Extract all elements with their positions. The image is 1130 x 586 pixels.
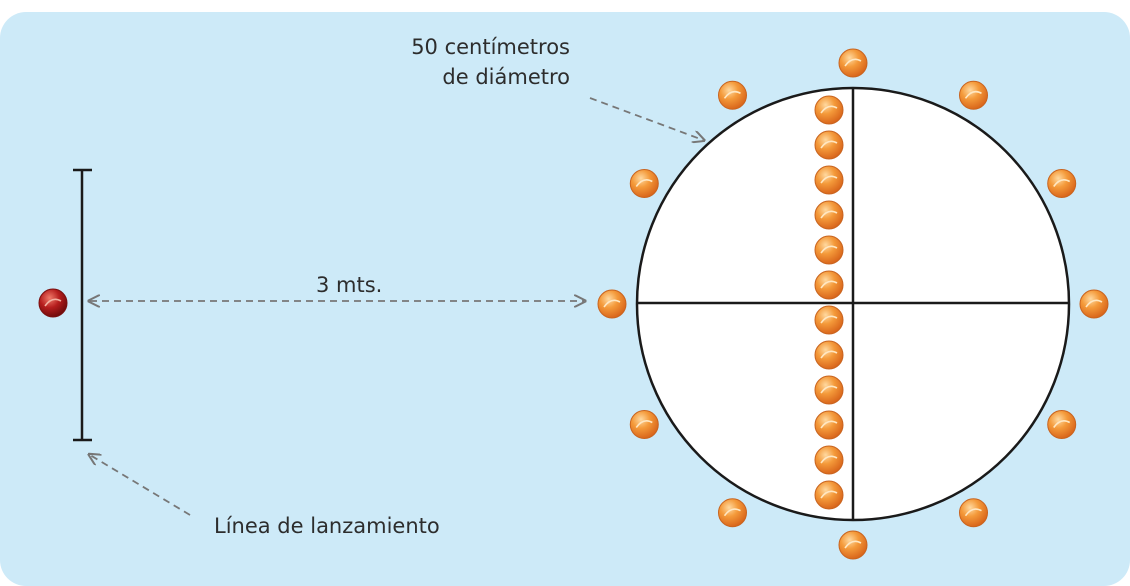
orange-marble-icon bbox=[814, 95, 844, 125]
orange-marble-icon bbox=[814, 165, 844, 195]
orange-marble-icon bbox=[597, 289, 627, 319]
orange-marble-icon bbox=[1047, 169, 1077, 198]
orange-marble-icon bbox=[814, 480, 844, 510]
distance-label: 3 mts. bbox=[316, 273, 383, 297]
orange-marble-icon bbox=[814, 235, 844, 265]
orange-marble-icon bbox=[814, 270, 844, 300]
orange-marble-icon bbox=[629, 169, 659, 198]
orange-marble-icon bbox=[718, 498, 747, 528]
diameter-label-line1: 50 centímetros bbox=[411, 35, 570, 59]
orange-marble-icon bbox=[1047, 410, 1077, 439]
red-marble-icon bbox=[38, 288, 68, 318]
diameter-label: 50 centímetros de diámetro bbox=[411, 32, 570, 92]
launch-line-label: Línea de lanzamiento bbox=[214, 514, 440, 538]
orange-marble-icon bbox=[959, 498, 988, 528]
orange-marble-icon bbox=[629, 410, 659, 439]
orange-marble-icon bbox=[1079, 289, 1109, 319]
orange-marbles bbox=[597, 48, 1109, 560]
orange-marble-icon bbox=[814, 375, 844, 405]
orange-marble-icon bbox=[718, 80, 747, 110]
orange-marble-icon bbox=[814, 305, 844, 335]
orange-marble-icon bbox=[959, 80, 988, 110]
diameter-pointer-arrow bbox=[589, 97, 703, 140]
orange-marble-icon bbox=[814, 410, 844, 440]
orange-marble-icon bbox=[814, 130, 844, 160]
launch-line bbox=[73, 168, 92, 442]
launch-line-pointer-arrow bbox=[90, 455, 191, 516]
orange-marble-icon bbox=[814, 445, 844, 475]
orange-marble-icon bbox=[838, 48, 868, 78]
diameter-label-line2: de diámetro bbox=[442, 65, 570, 89]
orange-marble-icon bbox=[814, 340, 844, 370]
orange-marble-icon bbox=[838, 530, 868, 560]
orange-marble-icon bbox=[814, 200, 844, 230]
